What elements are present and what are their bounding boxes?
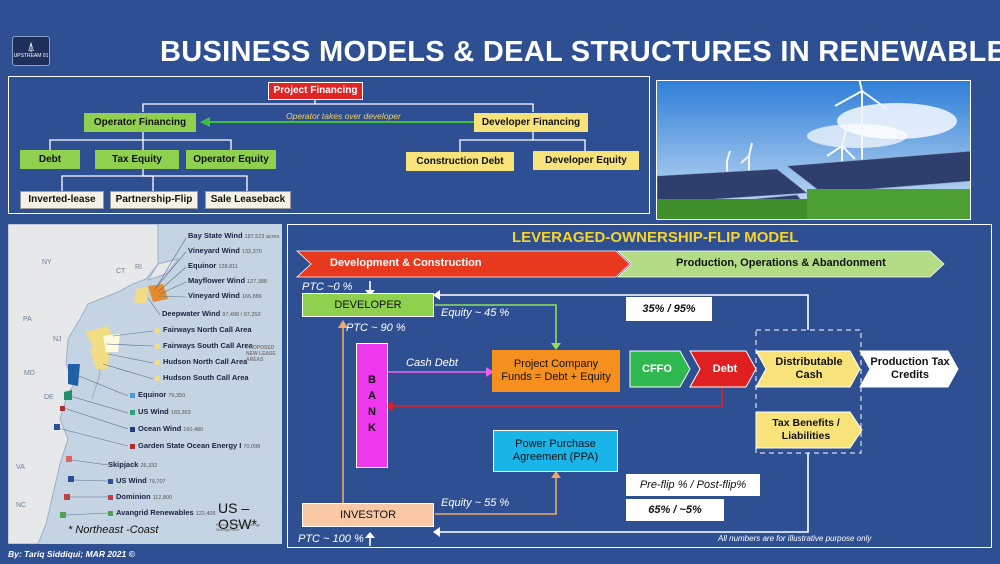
tax-benefits-chevron: Tax Benefits / Liabilities [772, 417, 840, 442]
distributable-cash-chevron: Distributable Cash [775, 356, 843, 381]
state-label: RI [135, 264, 142, 271]
takeover-note: Operator takes over developer [286, 111, 401, 121]
state-label: CT [116, 268, 126, 275]
map-footnote: * Northeast -Coast [68, 524, 159, 536]
wind-solar-photo [656, 80, 971, 220]
tax-equity-node: Tax Equity [95, 150, 179, 169]
wind-area-label: Fairways North Call Area [155, 325, 252, 334]
state-label: NY [42, 259, 52, 266]
coastline-map [8, 224, 187, 544]
construction-debt-node: Construction Debt [406, 152, 514, 171]
page-title: BUSINESS MODELS & DEAL STRUCTURES IN REN… [160, 36, 1000, 68]
developer-financing-node: Developer Financing [474, 113, 588, 132]
developer-split-box: 35% / 95% [626, 297, 712, 321]
equity-45-label: Equity ~ 45 % [441, 307, 510, 319]
ptc-hundred-label: PTC ~ 100 % [298, 533, 364, 545]
oil-rig-icon: ⍋ [27, 39, 35, 54]
region-label: US – OSW* [218, 500, 257, 532]
sale-leaseback-node: Sale Leaseback [205, 191, 291, 209]
illustrative-note: All numbers are for illustrative purpose… [718, 534, 872, 543]
map-source: Bureau of Ocean Energy Management [216, 522, 261, 532]
ppa-box: Power Purchase Agreement (PPA) [493, 430, 618, 472]
state-label: NJ [53, 336, 62, 343]
ptc-ninety-label: PTC ~ 90 % [346, 322, 406, 334]
logo-text: UPSTREAM 01 [13, 53, 49, 59]
flip-label-box: Pre-flip % / Post-flip% [626, 474, 760, 496]
bank-box: BANK [356, 343, 388, 468]
ptc-zero-label: PTC ~0 % [302, 281, 353, 293]
state-label: MD [24, 370, 35, 377]
flip-model-panel [287, 224, 992, 548]
debt-node: Debt [20, 150, 80, 169]
investor-box: INVESTOR [302, 503, 434, 527]
inverted-lease-node: Inverted-lease [20, 191, 104, 209]
flip-model-title: LEVERAGED-OWNERSHIP-FLIP MODEL [512, 229, 799, 246]
offshore-wind-map: NY CT RI PA NJ MD DE VA NC Bay State Win… [8, 224, 282, 544]
wind-area-label: Hudson South Call Area [155, 373, 249, 382]
debt-chevron: Debt [712, 363, 738, 375]
operator-equity-node: Operator Equity [186, 150, 276, 169]
production-tax-credits-chevron: Production Tax Credits [870, 356, 950, 381]
equity-55-label: Equity ~ 55 % [441, 497, 510, 509]
developer-equity-node: Developer Equity [533, 151, 639, 170]
cffo-chevron: CFFO [642, 363, 672, 375]
investor-split-box: 65% / ~5% [626, 499, 724, 521]
operator-financing-node: Operator Financing [84, 113, 196, 132]
project-company-box: Project Company Funds = Debt + Equity [492, 350, 620, 392]
proposed-areas-note: PROPOSED NEW LEASE AREAS [246, 345, 276, 363]
cash-debt-label: Cash Debt [406, 357, 458, 369]
byline: By: Tariq Siddiqui; MAR 2021 © [8, 549, 135, 559]
state-label: NC [16, 502, 27, 509]
project-financing-node: Project Financing [268, 82, 363, 100]
financing-tree-panel [8, 76, 650, 214]
phase-development: Development & Construction [330, 257, 482, 269]
developer-box: DEVELOPER [302, 293, 434, 317]
partnership-flip-node: Partnership-Flip [110, 191, 198, 209]
state-label: DE [44, 394, 54, 401]
state-label: PA [23, 316, 32, 323]
state-label: VA [16, 464, 25, 471]
wind-area-label: Fairways South Call Area [155, 341, 253, 350]
wind-area-label: Hudson North Call Area [155, 357, 247, 366]
phase-production: Production, Operations & Abandonment [676, 257, 886, 269]
upstream-logo: ⍋ UPSTREAM 01 [12, 36, 50, 66]
